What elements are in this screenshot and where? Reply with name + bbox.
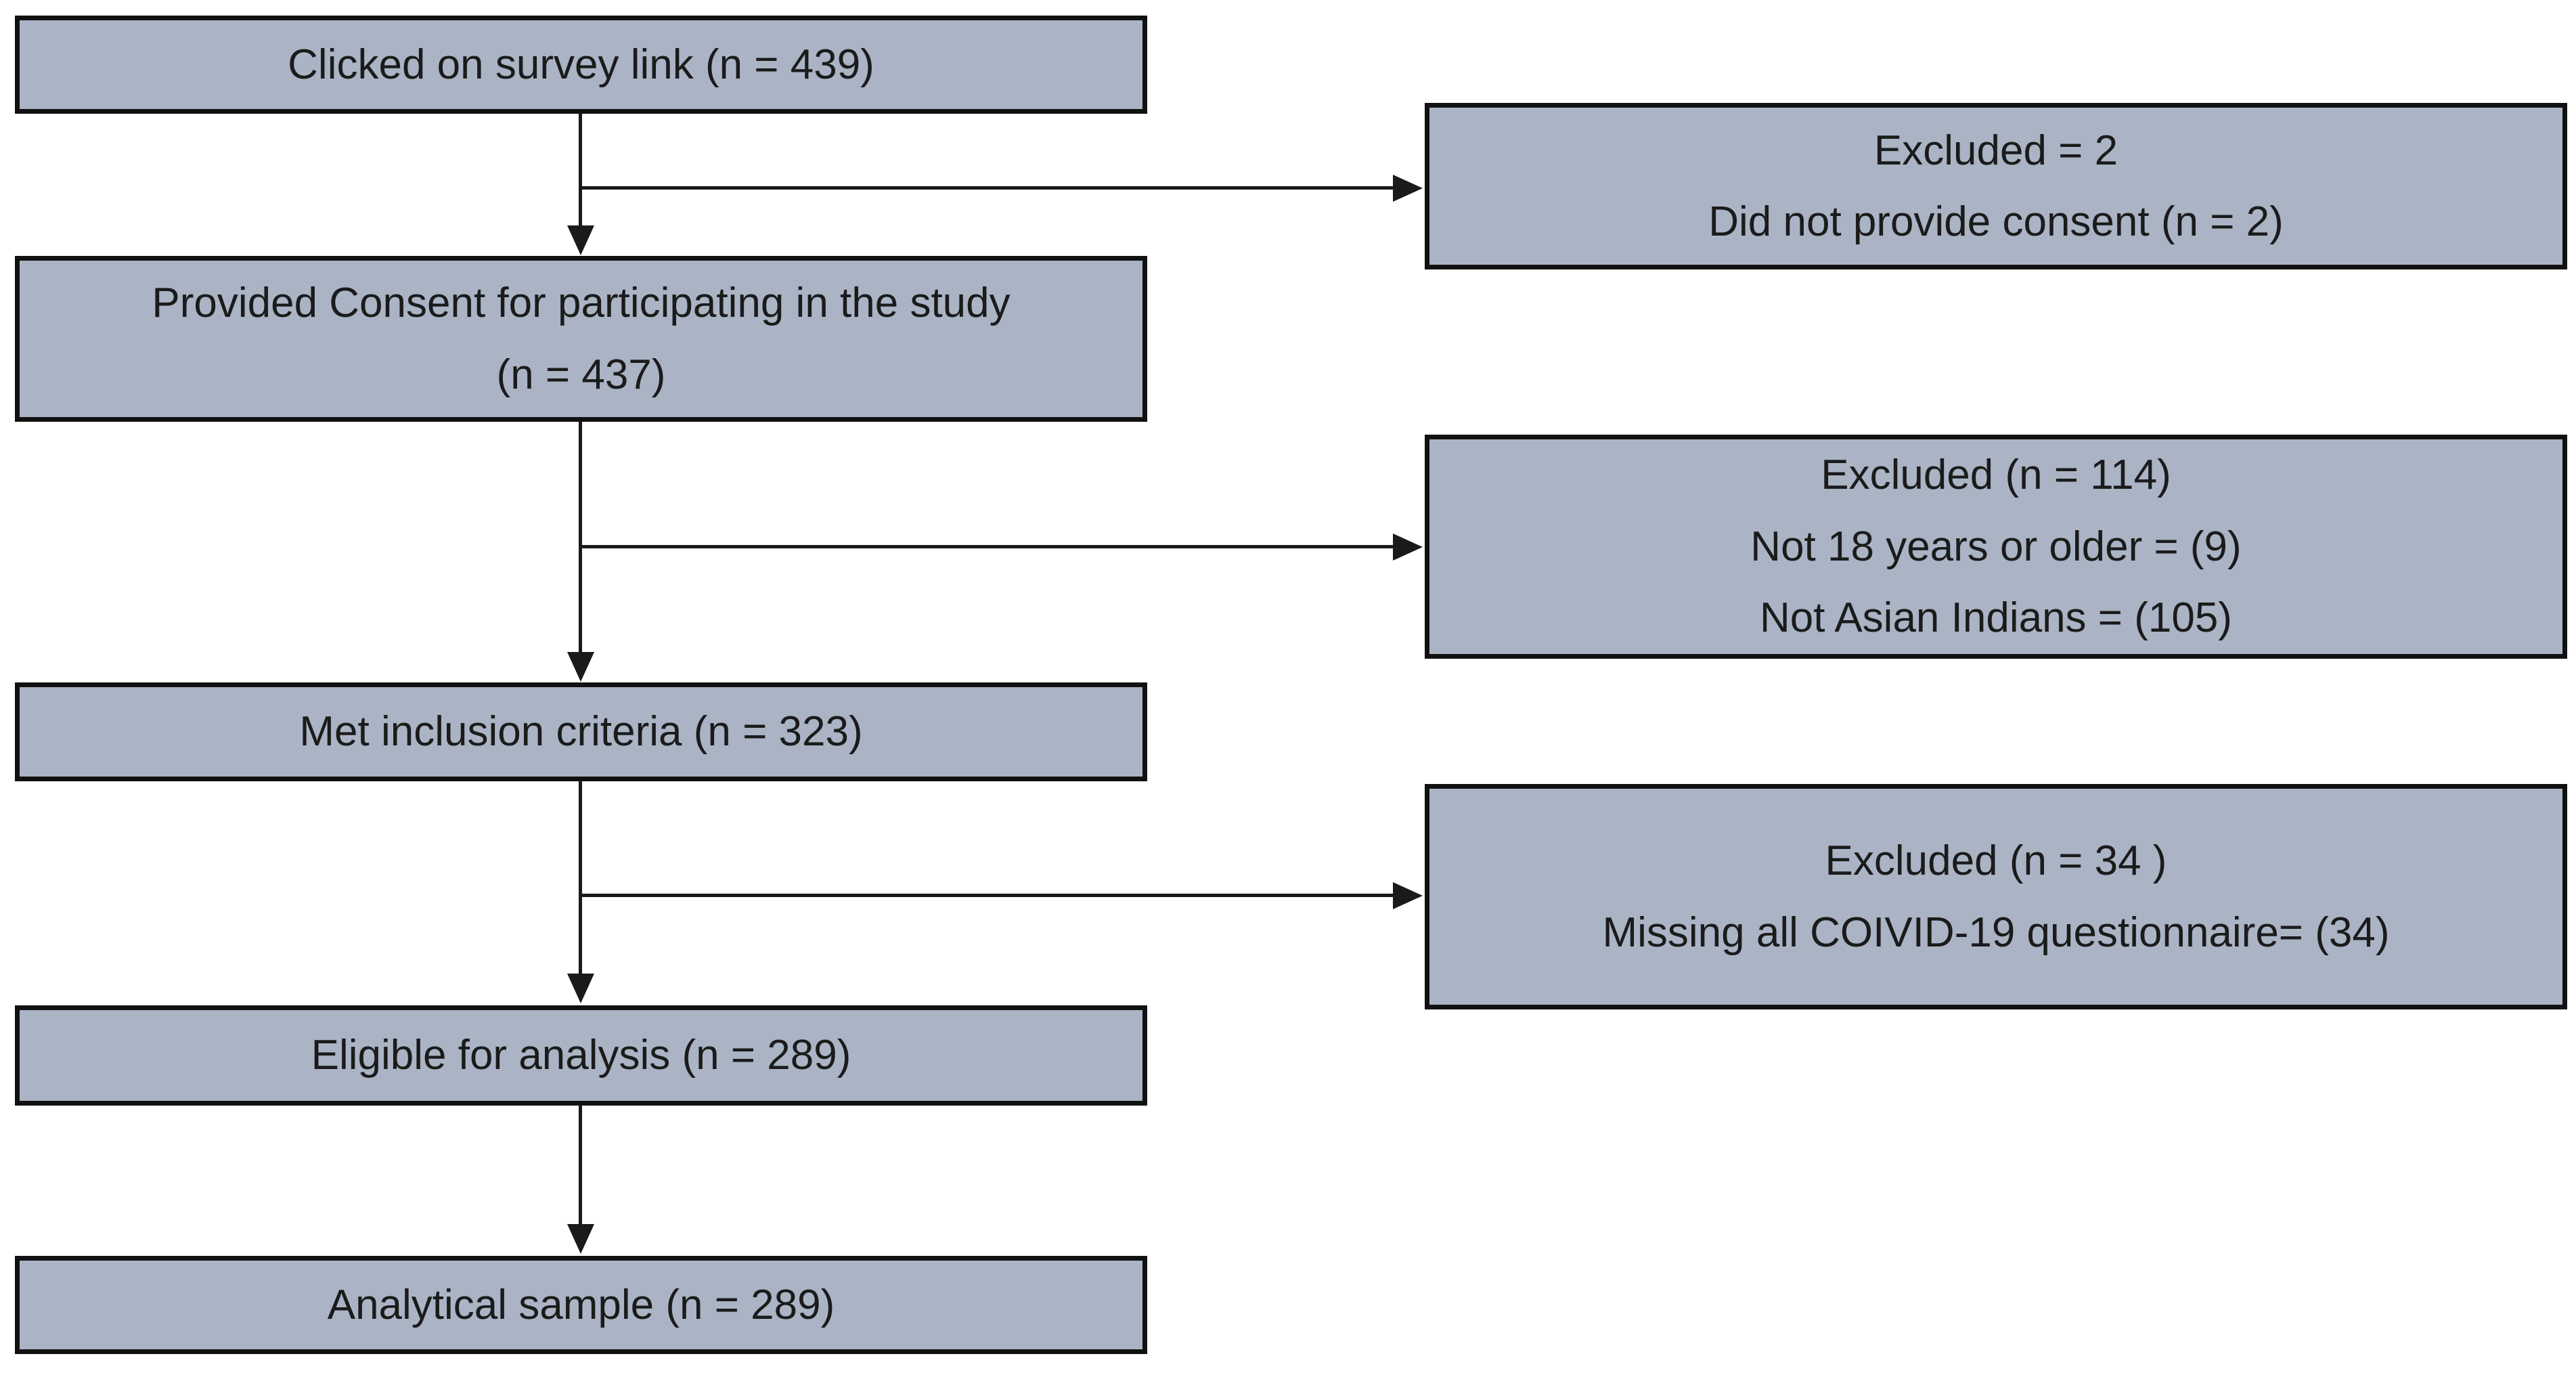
connector-inclusion-to-eligible: [579, 781, 582, 977]
connector-consent-to-inclusion: [579, 421, 582, 655]
box-text-line: Missing all COIVID-19 questionnaire= (34…: [1602, 909, 2390, 956]
connector-eligible-to-analytical: [579, 1105, 582, 1227]
box-text-line: Did not provide consent (n = 2): [1708, 198, 2284, 245]
box-provided-consent: Provided Consent for participating in th…: [15, 256, 1147, 422]
connector-to-excluded-no-consent: [580, 186, 1394, 190]
down-arrow-icon: [567, 652, 594, 682]
box-text-line: (n = 437): [496, 351, 666, 398]
box-text-line: Excluded (n = 114): [1821, 452, 2171, 499]
down-arrow-icon: [567, 974, 594, 1003]
connector-to-excluded-criteria: [580, 545, 1394, 548]
connector-clicked-to-consent: [579, 113, 582, 230]
box-eligible-for-analysis: Eligible for analysis (n = 289): [15, 1005, 1147, 1106]
box-text-line: Eligible for analysis (n = 289): [311, 1032, 851, 1079]
box-text-line: Not Asian Indians = (105): [1760, 594, 2232, 642]
box-met-inclusion-criteria: Met inclusion criteria (n = 323): [15, 682, 1147, 781]
box-clicked-survey-link: Clicked on survey link (n = 439): [15, 16, 1147, 114]
down-arrow-icon: [567, 1224, 594, 1254]
right-arrow-icon: [1393, 882, 1423, 909]
box-text-line: Not 18 years or older = (9): [1750, 523, 2242, 570]
box-text-line: Clicked on survey link (n = 439): [288, 41, 874, 88]
box-excluded-no-consent: Excluded = 2 Did not provide consent (n …: [1425, 103, 2567, 269]
box-text-line: Met inclusion criteria (n = 323): [299, 708, 863, 756]
box-text-line: Excluded = 2: [1873, 127, 2118, 174]
box-analytical-sample: Analytical sample (n = 289): [15, 1256, 1147, 1354]
box-excluded-missing-questionnaire: Excluded (n = 34 ) Missing all COIVID-19…: [1425, 784, 2567, 1009]
connector-to-excluded-missing: [580, 894, 1394, 897]
box-text-line: Excluded (n = 34 ): [1825, 837, 2167, 885]
right-arrow-icon: [1393, 175, 1423, 202]
down-arrow-icon: [567, 225, 594, 255]
right-arrow-icon: [1393, 533, 1423, 561]
box-text-line: Provided Consent for participating in th…: [152, 280, 1011, 327]
box-text-line: Analytical sample (n = 289): [327, 1281, 835, 1328]
box-excluded-criteria: Excluded (n = 114) Not 18 years or older…: [1425, 435, 2567, 659]
